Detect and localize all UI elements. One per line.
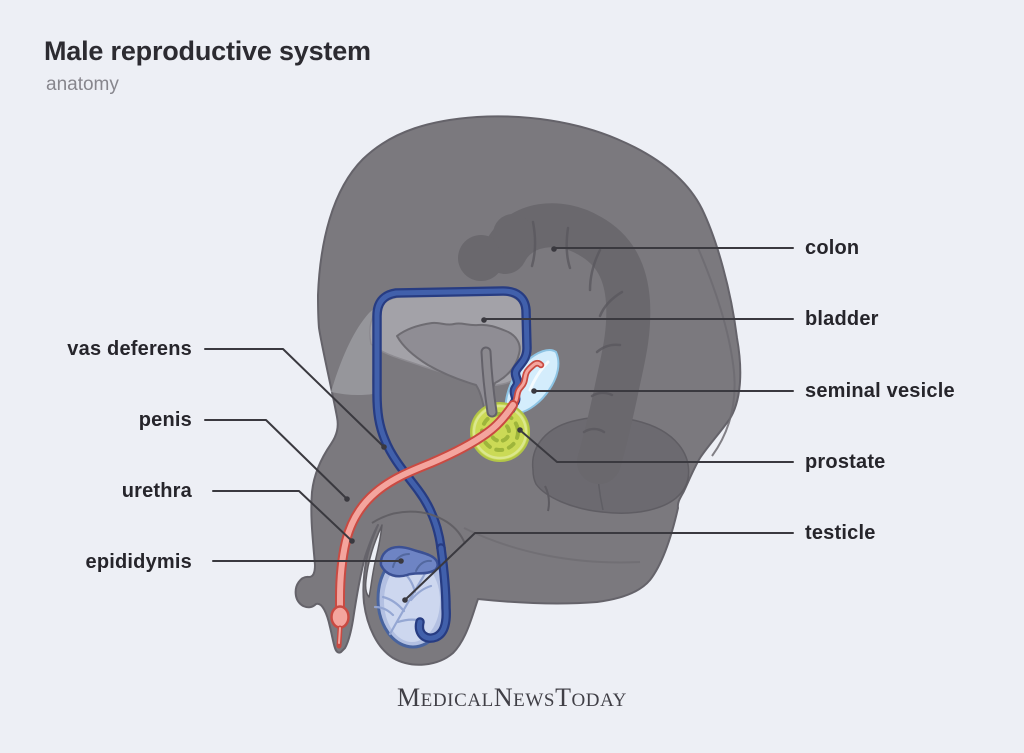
logo-word-news: News: [493, 683, 556, 712]
leader-urethra: [212, 490, 353, 542]
leader-dots: [344, 246, 557, 603]
leader-testicle: [405, 532, 794, 600]
label-vas-deferens: vas deferens: [67, 338, 192, 360]
label-prostate: prostate: [805, 451, 886, 473]
urethra-bulb: [330, 605, 350, 629]
scrotum-opening-line: [371, 510, 466, 545]
leader-lines: [204, 247, 794, 600]
label-urethra: urethra: [121, 480, 192, 502]
page-subtitle: anatomy: [46, 74, 119, 95]
ejaculatory-duct-squiggle: [509, 359, 545, 409]
vas-deferens-hook: [414, 543, 451, 643]
label-colon: colon: [805, 237, 860, 259]
label-penis: penis: [138, 409, 192, 431]
medical-news-today-logo: MedicalNewsToday: [0, 683, 1024, 713]
label-epididymis: epididymis: [85, 551, 192, 573]
colon-shape: [458, 203, 651, 484]
epididymis-shape: [379, 545, 439, 578]
label-bladder: bladder: [805, 308, 879, 330]
bladder-neck-tube: [480, 346, 498, 418]
label-testicle: testicle: [805, 522, 876, 544]
urethra-tube: [330, 400, 518, 649]
leader-penis: [204, 419, 348, 500]
leader-prostate: [520, 430, 794, 463]
logo-word-today: Today: [555, 683, 627, 712]
label-seminal-vesicle: seminal vesicle: [805, 380, 955, 402]
page-title: Male reproductive system: [44, 36, 371, 66]
buttock-crease-line: [697, 247, 736, 457]
logo-word-medical: Medical: [396, 683, 494, 712]
leader-vas-deferens: [204, 348, 385, 448]
